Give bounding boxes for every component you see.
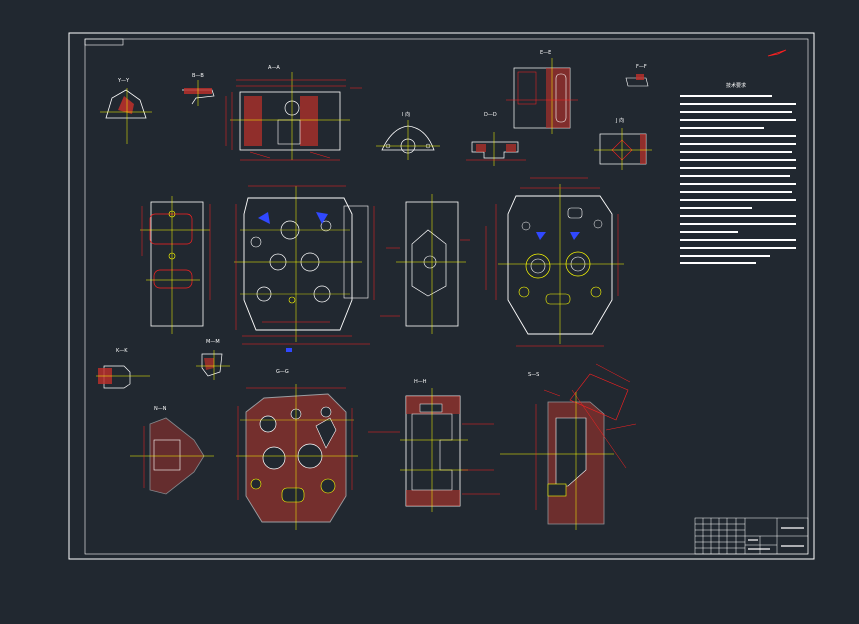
view-k-k: K—K (96, 348, 150, 389)
label-e-e: E—E (540, 50, 551, 56)
view-j: J 向 (594, 117, 652, 170)
label-j-view: J 向 (615, 117, 624, 124)
code-box (84, 38, 124, 46)
view-n-n: N—N (130, 406, 214, 495)
label-y-y: Y—Y (117, 78, 130, 84)
tech-requirements-title: 技术要求 (726, 82, 746, 89)
technical-requirements: 技术要求 (680, 82, 796, 264)
label-g-g: G—G (276, 369, 289, 375)
outer-border (68, 32, 815, 560)
label-d-d: D—D (484, 112, 497, 118)
label-b-b: B—B (192, 73, 204, 79)
label-i-view: I 向 (402, 111, 410, 118)
inner-border (84, 38, 809, 555)
label-m-m: M—M (206, 339, 220, 345)
view-a-a: A—A (225, 65, 362, 161)
title-block (694, 517, 809, 555)
view-side-center (380, 194, 470, 334)
view-front-main (234, 185, 375, 352)
view-b-b: B—B (182, 73, 215, 106)
label-a-a: A—A (268, 65, 280, 71)
view-g-g: G—G (236, 369, 358, 530)
revision-mark (767, 49, 787, 57)
label-f-f: F—F (636, 64, 647, 70)
label-s-s: S—S (528, 372, 539, 378)
label-k-k: K—K (116, 348, 128, 354)
view-rear-right (485, 177, 624, 347)
view-side-left (140, 196, 211, 334)
view-e-e: E—E (506, 50, 578, 134)
view-f-f: F—F (625, 64, 649, 87)
tech-requirements-text (680, 95, 796, 264)
view-y-y: Y—Y (100, 78, 152, 144)
view-m-m: M—M (196, 339, 230, 380)
view-s-s: S—S (500, 363, 637, 530)
view-i: I 向 (376, 111, 440, 160)
label-n-n: N—N (154, 406, 167, 412)
view-d-d-large: H—H (368, 379, 500, 512)
title-block-text (748, 527, 804, 550)
label-h-h: H—H (414, 379, 427, 385)
view-d-d-small: D—D (466, 112, 526, 166)
